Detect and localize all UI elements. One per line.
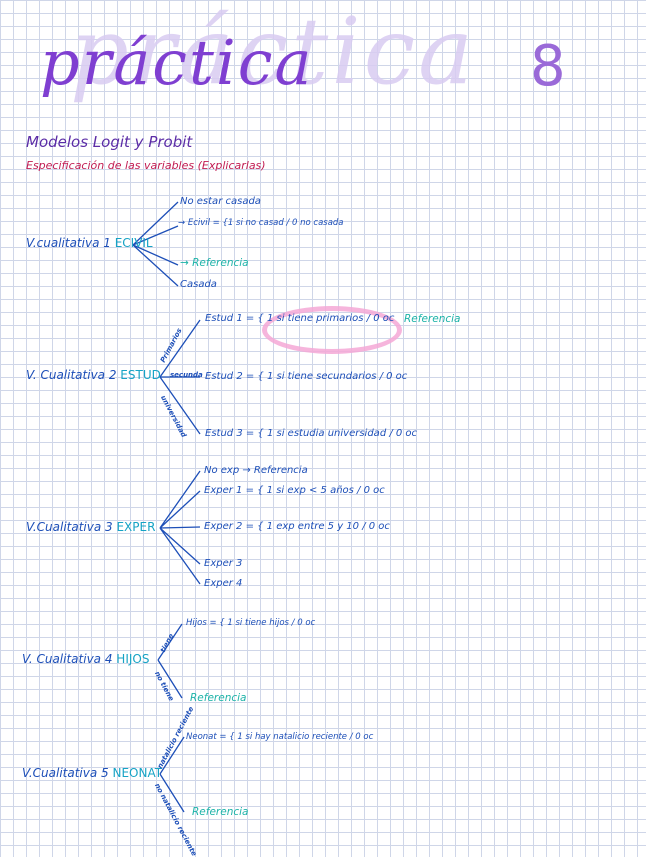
neonat-definition: Neonat = { 1 si hay natalicio reciente /… — [186, 732, 374, 742]
exper-1-definition: Exper 1 = { 1 si exp < 5 años / 0 oc — [204, 485, 385, 496]
estud-1-definition: Estud 1 = { 1 si tiene primarios / 0 oc — [205, 313, 395, 324]
ecivil-root: V.cualitativa 1 ECIVIL — [26, 236, 153, 250]
ecivil-code: ECIVIL — [114, 236, 153, 250]
exper-no-exp-reference: No exp → Referencia — [204, 465, 308, 476]
estud-1-reference: Referencia — [404, 313, 461, 325]
page-title: práctica — [40, 26, 314, 99]
ecivil-branch-casada: Casada — [180, 279, 217, 290]
neonat-reference: Referencia — [192, 806, 249, 818]
ecivil-branch-no-casada: No estar casada — [180, 196, 261, 207]
title-number: 8 — [530, 34, 566, 99]
estud-root: V. Cualitativa 2 ESTUD — [26, 368, 161, 382]
ecivil-root-label: V.cualitativa 1 — [26, 236, 115, 250]
estud-3-definition: Estud 3 = { 1 si estudia universidad / 0… — [205, 428, 418, 439]
exper-root-label: V.Cualitativa 3 — [26, 520, 117, 534]
neonat-root-label: V.Cualitativa 5 — [22, 766, 113, 780]
hijos-reference: Referencia — [190, 692, 247, 704]
estud-code: ESTUD — [120, 368, 161, 382]
exper-code: EXPER — [116, 520, 156, 534]
hijos-definition: Hijos = { 1 si tiene hijos / 0 oc — [186, 618, 316, 628]
hijos-code: HIJOS — [116, 652, 150, 666]
estud-root-label: V. Cualitativa 2 — [26, 368, 121, 382]
exper-2-definition: Exper 2 = { 1 exp entre 5 y 10 / 0 oc — [204, 521, 390, 532]
spec-heading: Especificación de las variables (Explica… — [26, 159, 266, 172]
exper-4-label: Exper 4 — [204, 578, 243, 589]
estud-2-definition: Estud 2 = { 1 si tiene secundarios / 0 o… — [205, 371, 408, 382]
hijos-root-label: V. Cualitativa 4 — [22, 652, 117, 666]
strikeout-highlight — [262, 306, 402, 354]
subtitle: Modelos Logit y Probit — [26, 133, 193, 151]
neonat-root: V.Cualitativa 5 NEONAT — [22, 766, 162, 780]
ecivil-reference: → Referencia — [180, 257, 249, 269]
title-ghost-text: práctica — [70, 0, 477, 105]
neonat-code: NEONAT — [112, 766, 163, 780]
ecivil-definition: → Ecivil = {1 si no casad / 0 no casada — [178, 218, 344, 228]
estud-label-secunda: secunda — [170, 371, 203, 379]
exper-root: V.Cualitativa 3 EXPER — [26, 520, 155, 534]
hijos-root: V. Cualitativa 4 HIJOS — [22, 652, 149, 666]
exper-3-label: Exper 3 — [204, 558, 243, 569]
